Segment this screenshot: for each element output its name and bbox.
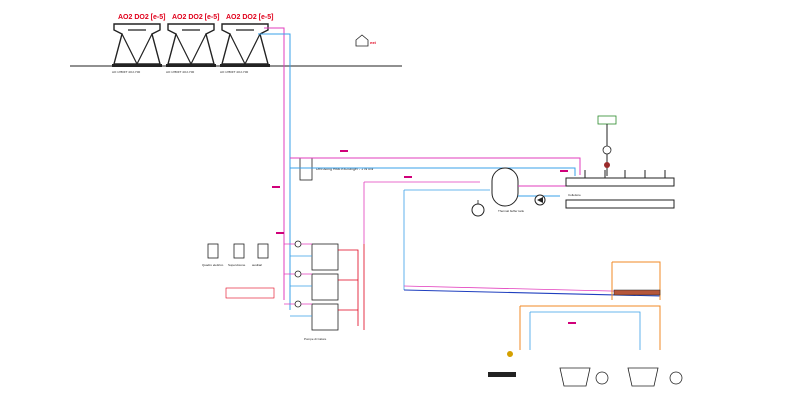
roof-unit-2[interactable]: AO2 DO2 [e-5] AO 1780FT 4OJ-Y00 <box>166 14 219 74</box>
buffer-tank-label: Thermal buffer tank <box>498 209 524 213</box>
terminal-unit-left[interactable] <box>488 351 516 377</box>
hp-red-loop <box>338 249 359 326</box>
riser-pink <box>264 27 285 300</box>
panel-1-label: Quadro elettrico <box>202 263 224 267</box>
hx-label: Defrosting Heat Exchanger - 1 W kW <box>316 167 374 171</box>
bottom-orange <box>519 305 661 350</box>
hp-blue-feed <box>290 255 312 317</box>
secondary-manifold[interactable] <box>613 289 661 296</box>
pump-hp-3[interactable] <box>294 300 302 308</box>
line-blue-upper <box>403 189 490 290</box>
distribution-header[interactable]: Collettore <box>565 170 675 209</box>
panel-2-label: Supervisione <box>228 263 246 267</box>
expansion-vessel[interactable] <box>471 200 485 217</box>
unit-2-label: AO2 DO2 [e-5] <box>172 14 219 21</box>
pump-icon-tank[interactable] <box>534 194 546 206</box>
tag-marks <box>272 150 576 324</box>
bottom-blue <box>529 311 641 350</box>
unit-1-model: AO 1780FT 4OJ-Y00 <box>112 70 140 74</box>
outdoor-sensor-icon: ext <box>355 34 376 47</box>
control-panels: Quadro elettrico Supervisione ausiliari <box>202 243 275 299</box>
unit-3-label: AO2 DO2 [e-5] <box>226 14 273 21</box>
unit-1-label: AO2 DO2 [e-5] <box>118 14 165 21</box>
pump-hp-2[interactable] <box>294 270 302 278</box>
outdoor-label: ext <box>370 40 376 45</box>
riser-blue <box>258 33 291 310</box>
roof-unit-3[interactable]: AO2 DO2 [e-5] AO 1780FT 4OJ-Y00 <box>220 14 273 74</box>
header-label: Collettore <box>568 193 581 197</box>
terminal-unit-middle[interactable] <box>559 367 609 387</box>
line-blue-main <box>290 167 576 176</box>
bottom-pink <box>403 285 651 293</box>
pump-group-label: Pompe di Calore <box>304 337 327 341</box>
pump-hp-1[interactable] <box>294 240 302 248</box>
line-pink-main <box>290 157 581 175</box>
valve-cluster-top[interactable] <box>597 115 617 176</box>
line-pink-upper <box>363 181 480 244</box>
panel-3-label: ausiliari <box>252 263 263 267</box>
unit-2-model: AO 1780FT 4OJ-Y00 <box>166 70 194 74</box>
terminal-unit-right[interactable] <box>627 367 683 387</box>
defrost-heat-exchanger[interactable]: Defrosting Heat Exchanger - 1 W kW <box>299 157 374 181</box>
buffer-tank[interactable]: Thermal buffer tank <box>491 167 524 213</box>
right-orange-loop <box>611 261 661 300</box>
roof-unit-1[interactable]: AO2 DO2 [e-5] AO 1780FT 4OJ-Y00 <box>112 14 165 74</box>
unit-3-model: AO 1780FT 4OJ-Y00 <box>220 70 248 74</box>
heat-pump-stack[interactable]: Pompe di Calore <box>304 243 339 341</box>
